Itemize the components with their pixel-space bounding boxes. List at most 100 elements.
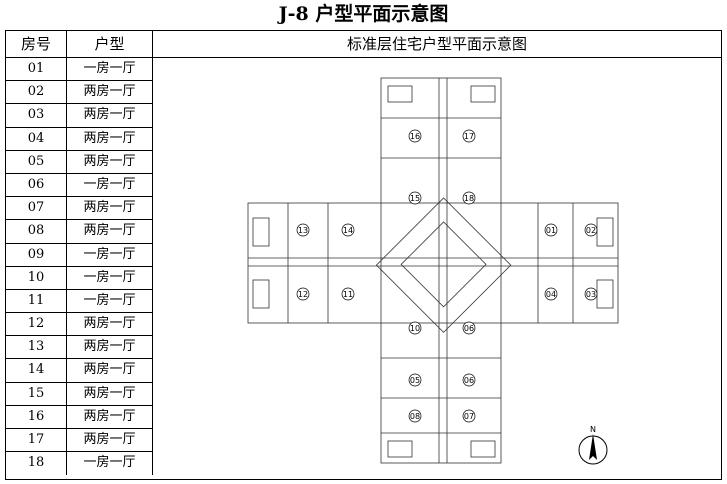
unit-marker	[408, 373, 422, 387]
header-unit-type: 户型	[67, 31, 153, 58]
unit-number: 16	[410, 132, 420, 141]
unit-marker	[296, 287, 310, 301]
unit-marker	[544, 287, 558, 301]
unit-marker	[462, 321, 476, 335]
unit-number: 07	[464, 412, 474, 421]
unit-type-cell: 一房一厅	[67, 266, 153, 289]
room-number-cell: 14	[6, 359, 67, 382]
page-title: J-8 户型平面示意图	[278, 3, 449, 25]
unit-type-cell: 两房一厅	[67, 336, 153, 359]
unit-number: 08	[410, 412, 420, 421]
unit-marker	[408, 129, 422, 143]
room-number-cell: 17	[6, 429, 67, 452]
unit-marker	[341, 223, 355, 237]
unit-marker	[462, 129, 476, 143]
unit-type-cell: 两房一厅	[67, 150, 153, 173]
unit-type-cell: 一房一厅	[67, 452, 153, 476]
unit-marker	[408, 321, 422, 335]
room-number-cell: 12	[6, 313, 67, 336]
unit-number: 01	[546, 226, 556, 235]
unit-marker	[584, 287, 598, 301]
unit-number: 14	[343, 226, 353, 235]
unit-type-cell: 两房一厅	[67, 382, 153, 405]
room-number-cell: 02	[6, 81, 67, 104]
room-number-cell: 10	[6, 266, 67, 289]
plan-outline	[247, 77, 619, 464]
unit-number: 12	[298, 290, 308, 299]
unit-number: 11	[343, 290, 353, 299]
room-number-cell: 08	[6, 220, 67, 243]
unit-number: 02	[586, 226, 596, 235]
unit-marker	[296, 223, 310, 237]
unit-marker	[462, 373, 476, 387]
room-number-cell: 01	[6, 58, 67, 81]
unit-number: 03	[586, 290, 596, 299]
unit-number: 04	[546, 290, 556, 299]
unit-number: 05	[410, 376, 420, 385]
room-number-cell: 04	[6, 127, 67, 150]
unit-type-cell: 一房一厅	[67, 289, 153, 313]
unit-type-cell: 两房一厅	[67, 127, 153, 150]
unit-marker	[544, 223, 558, 237]
room-number-cell: 05	[6, 150, 67, 173]
room-number-cell: 06	[6, 173, 67, 197]
floor-plan-drawing: 16 17 15 18 13 14 01 02 12 11 04 03 10 06 05 06 08 07 N	[247, 77, 619, 465]
room-number-cell: 11	[6, 289, 67, 313]
room-number-cell: 16	[6, 405, 67, 428]
unit-type-cell: 一房一厅	[67, 173, 153, 197]
unit-type-cell: 一房一厅	[67, 58, 153, 81]
room-number-cell: 13	[6, 336, 67, 359]
unit-marker	[462, 191, 476, 205]
unit-type-cell: 一房一厅	[67, 243, 153, 266]
room-number-cell: 03	[6, 104, 67, 127]
north-arrow: N	[578, 425, 608, 465]
unit-marker	[462, 409, 476, 423]
room-number-cell: 07	[6, 197, 67, 220]
unit-type-cell: 两房一厅	[67, 359, 153, 382]
room-number-cell: 15	[6, 382, 67, 405]
unit-number: 06	[464, 376, 474, 385]
room-number-cell: 09	[6, 243, 67, 266]
floor-plan: 16 17 15 18 13 14 01 02 12 11 04 03 10 06 05 06 08 07 N	[153, 58, 721, 479]
unit-number: 10	[410, 324, 420, 333]
unit-type-cell: 两房一厅	[67, 104, 153, 127]
unit-number: 06	[464, 324, 474, 333]
unit-type-cell: 两房一厅	[67, 197, 153, 220]
unit-number: 13	[298, 226, 308, 235]
unit-marker	[408, 409, 422, 423]
unit-type-cell: 两房一厅	[67, 313, 153, 336]
unit-marker	[341, 287, 355, 301]
room-number-cell: 18	[6, 452, 67, 476]
unit-number: 18	[464, 194, 474, 203]
unit-marker	[584, 223, 598, 237]
unit-number: 17	[464, 132, 474, 141]
north-label: N	[590, 425, 596, 434]
unit-number-labels: 16 17 15 18 13 14 01 02 12 11 04 03 10 06 05 06 08 07	[296, 129, 598, 423]
header-floor-plan: 标准层住宅户型平面示意图	[153, 31, 721, 58]
unit-type-cell: 两房一厅	[67, 429, 153, 452]
unit-type-cell: 两房一厅	[67, 220, 153, 243]
unit-type-cell: 两房一厅	[67, 81, 153, 104]
header-room-number: 房号	[6, 31, 67, 58]
unit-number: 15	[410, 194, 420, 203]
unit-marker	[408, 191, 422, 205]
